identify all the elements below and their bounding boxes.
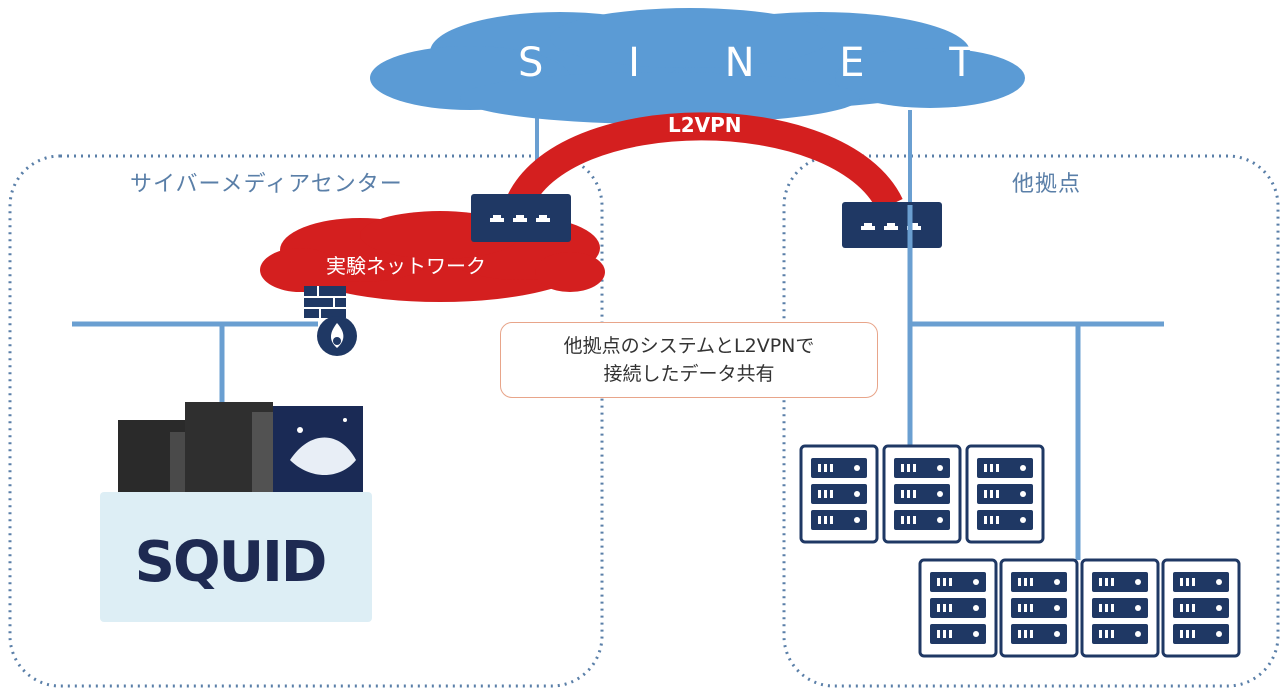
l2vpn-label: L2VPN	[668, 113, 742, 137]
switch-icon	[842, 202, 942, 248]
server-rack-icon	[1080, 558, 1160, 658]
server-rack-icon	[799, 444, 879, 544]
l2vpn-arc	[504, 112, 903, 213]
note-box: 他拠点のシステムとL2VPNで 接続したデータ共有	[500, 322, 878, 398]
server-rack-icon	[999, 558, 1079, 658]
squid-logo: SQUID	[134, 530, 328, 595]
sinet-cloud-icon	[370, 8, 1025, 124]
firewall-icon	[304, 286, 357, 356]
note-line-2: 接続したデータ共有	[603, 363, 775, 385]
server-rack-icon	[965, 444, 1045, 544]
server-rack-icon	[882, 444, 962, 544]
squid-panel	[100, 492, 372, 622]
switch-icon	[471, 194, 571, 242]
note-line-1: 他拠点のシステムとL2VPNで	[563, 335, 815, 357]
experimental-network-label: 実験ネットワーク	[326, 254, 486, 278]
cybermedia-center-label: サイバーメディアセンター	[130, 172, 403, 197]
other-site-label: 他拠点	[1012, 172, 1082, 197]
sinet-label: S I N E T	[518, 40, 1010, 86]
cybermedia-region-border	[8, 154, 604, 688]
server-rack-icon	[918, 558, 998, 658]
server-rack-icon	[1161, 558, 1241, 658]
other-site-region-border	[782, 154, 1280, 688]
